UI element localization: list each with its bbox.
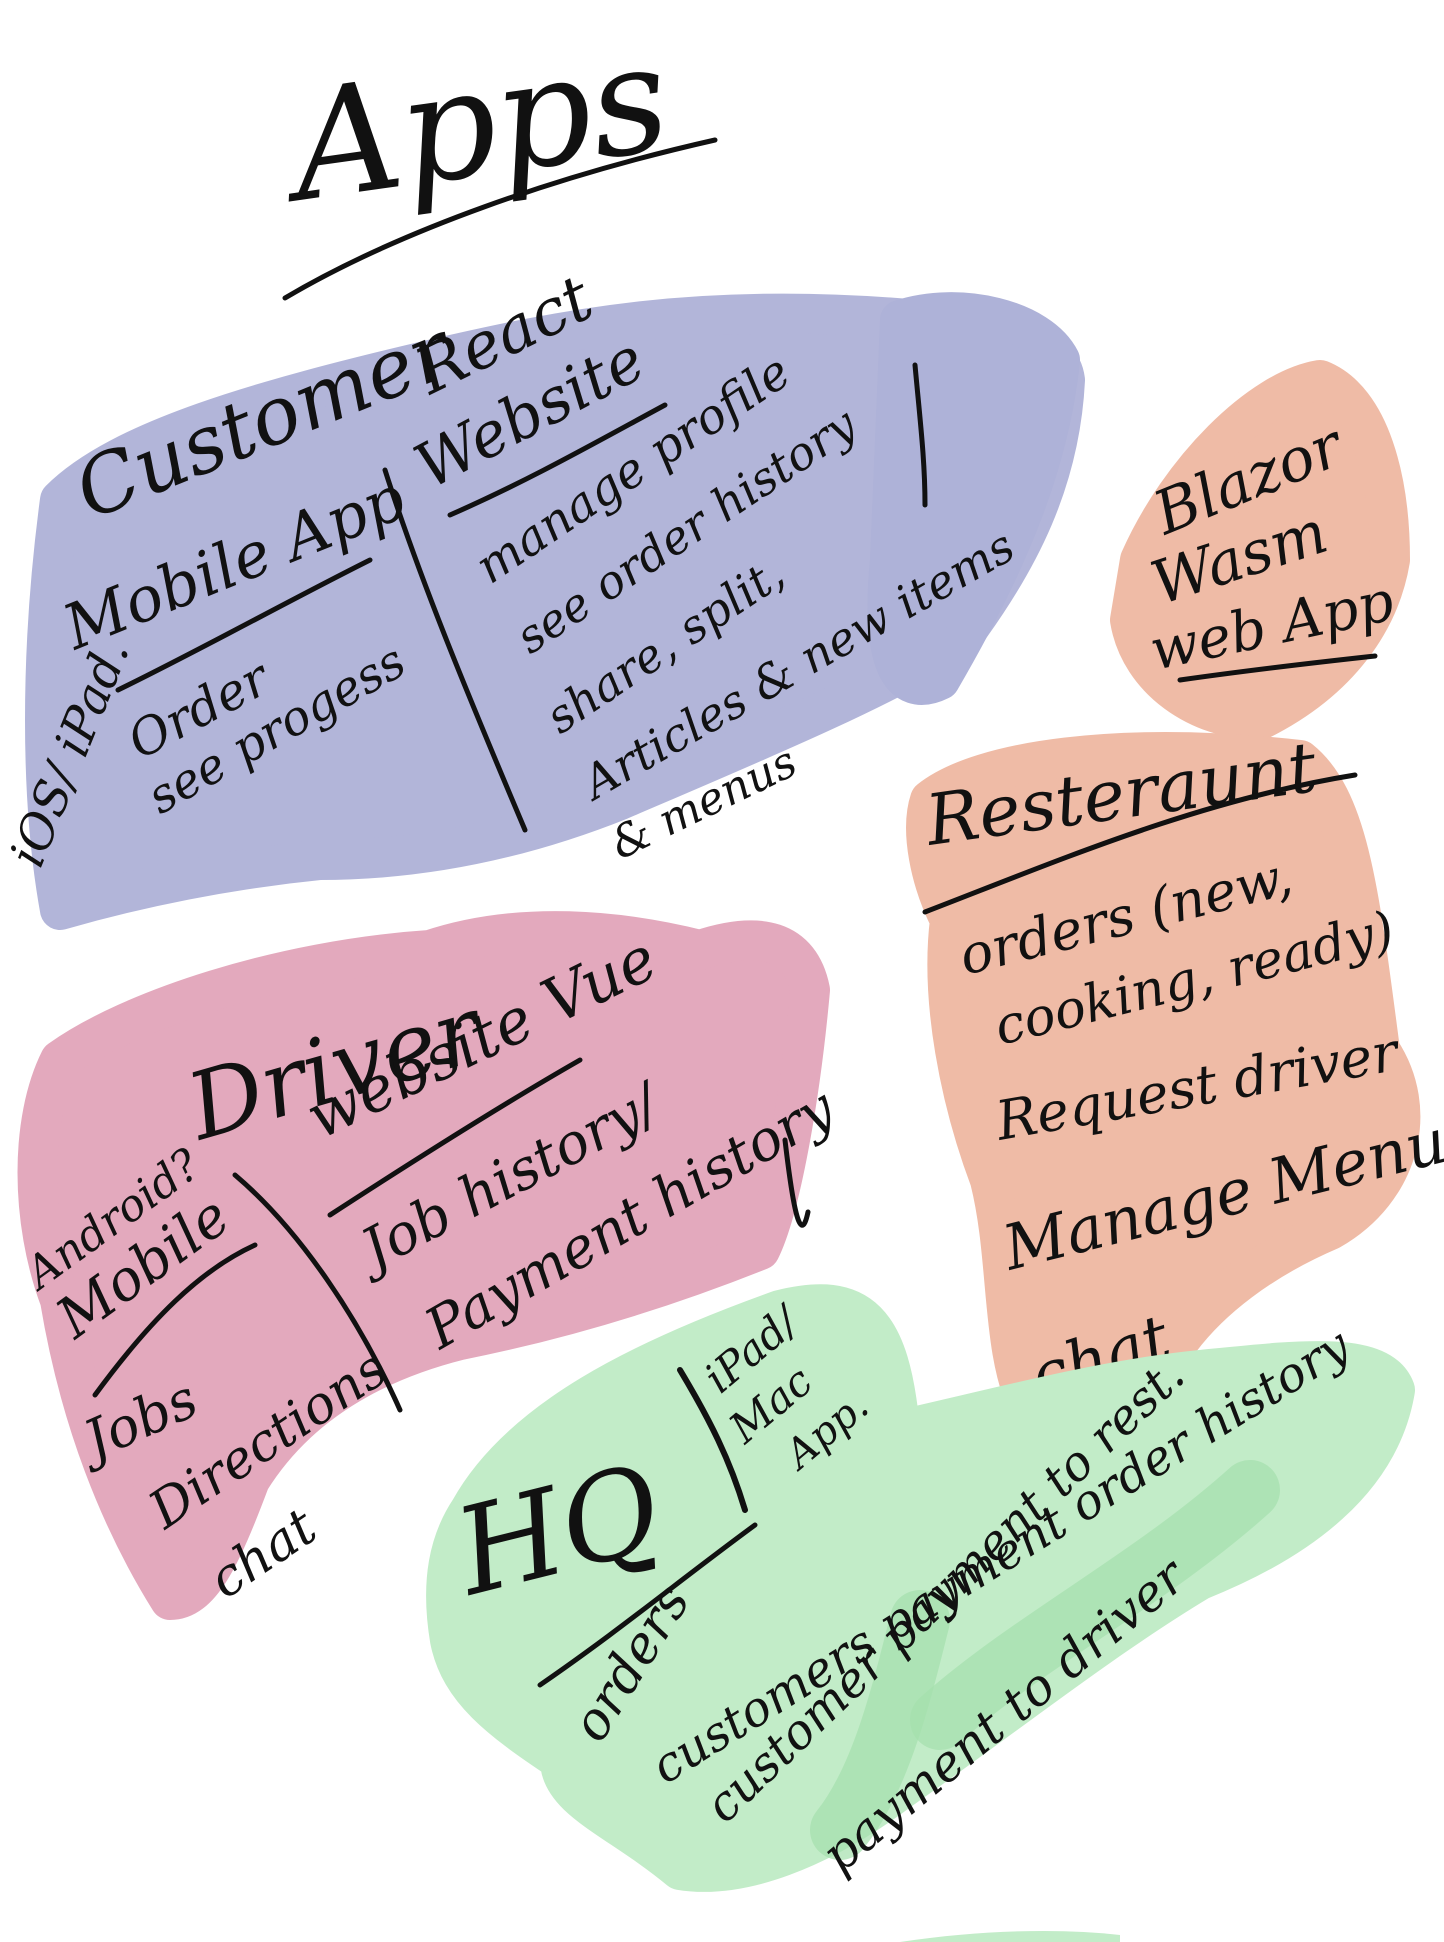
hq-divider (677, 1367, 748, 1513)
driver-divider (232, 1172, 403, 1413)
restaurant-highlight-top (1110, 360, 1410, 740)
customer-divider (382, 467, 528, 833)
title-group: Apps (269, 11, 718, 301)
driver-website-bracket (782, 1137, 811, 1228)
bottom-green-edge (900, 1930, 1120, 1942)
hq-highlight (426, 1284, 1415, 1892)
customer-region: Customer React Mobile App iOS/ iPad. Ord… (0, 261, 1085, 930)
page-title: Apps (269, 11, 679, 237)
restaurant-webapp-underline (1177, 653, 1378, 683)
restaurant-heading-underline (922, 772, 1358, 915)
hq-highlight-dark-2 (810, 1590, 950, 1860)
hq-heading-underline (537, 1522, 758, 1688)
restaurant-highlight-main (906, 732, 1421, 1430)
restaurant-region: Blazor Wasm web App Resteraunt orders (n… (906, 360, 1444, 1430)
driver-website-underline (327, 1057, 583, 1218)
customer-website-underline (447, 402, 668, 518)
customer-website-bracket (912, 362, 928, 508)
customer-highlight-right-lobe (867, 292, 1080, 705)
title-underline (282, 137, 718, 301)
hq-region: HQ iPad/ Mac App. orders customers payme… (426, 1284, 1415, 1892)
customer-mobile-underline (115, 557, 373, 693)
hq-highlight-dark (910, 1460, 1280, 1750)
driver-mobile-underline (92, 1242, 258, 1398)
driver-highlight (17, 911, 830, 1620)
